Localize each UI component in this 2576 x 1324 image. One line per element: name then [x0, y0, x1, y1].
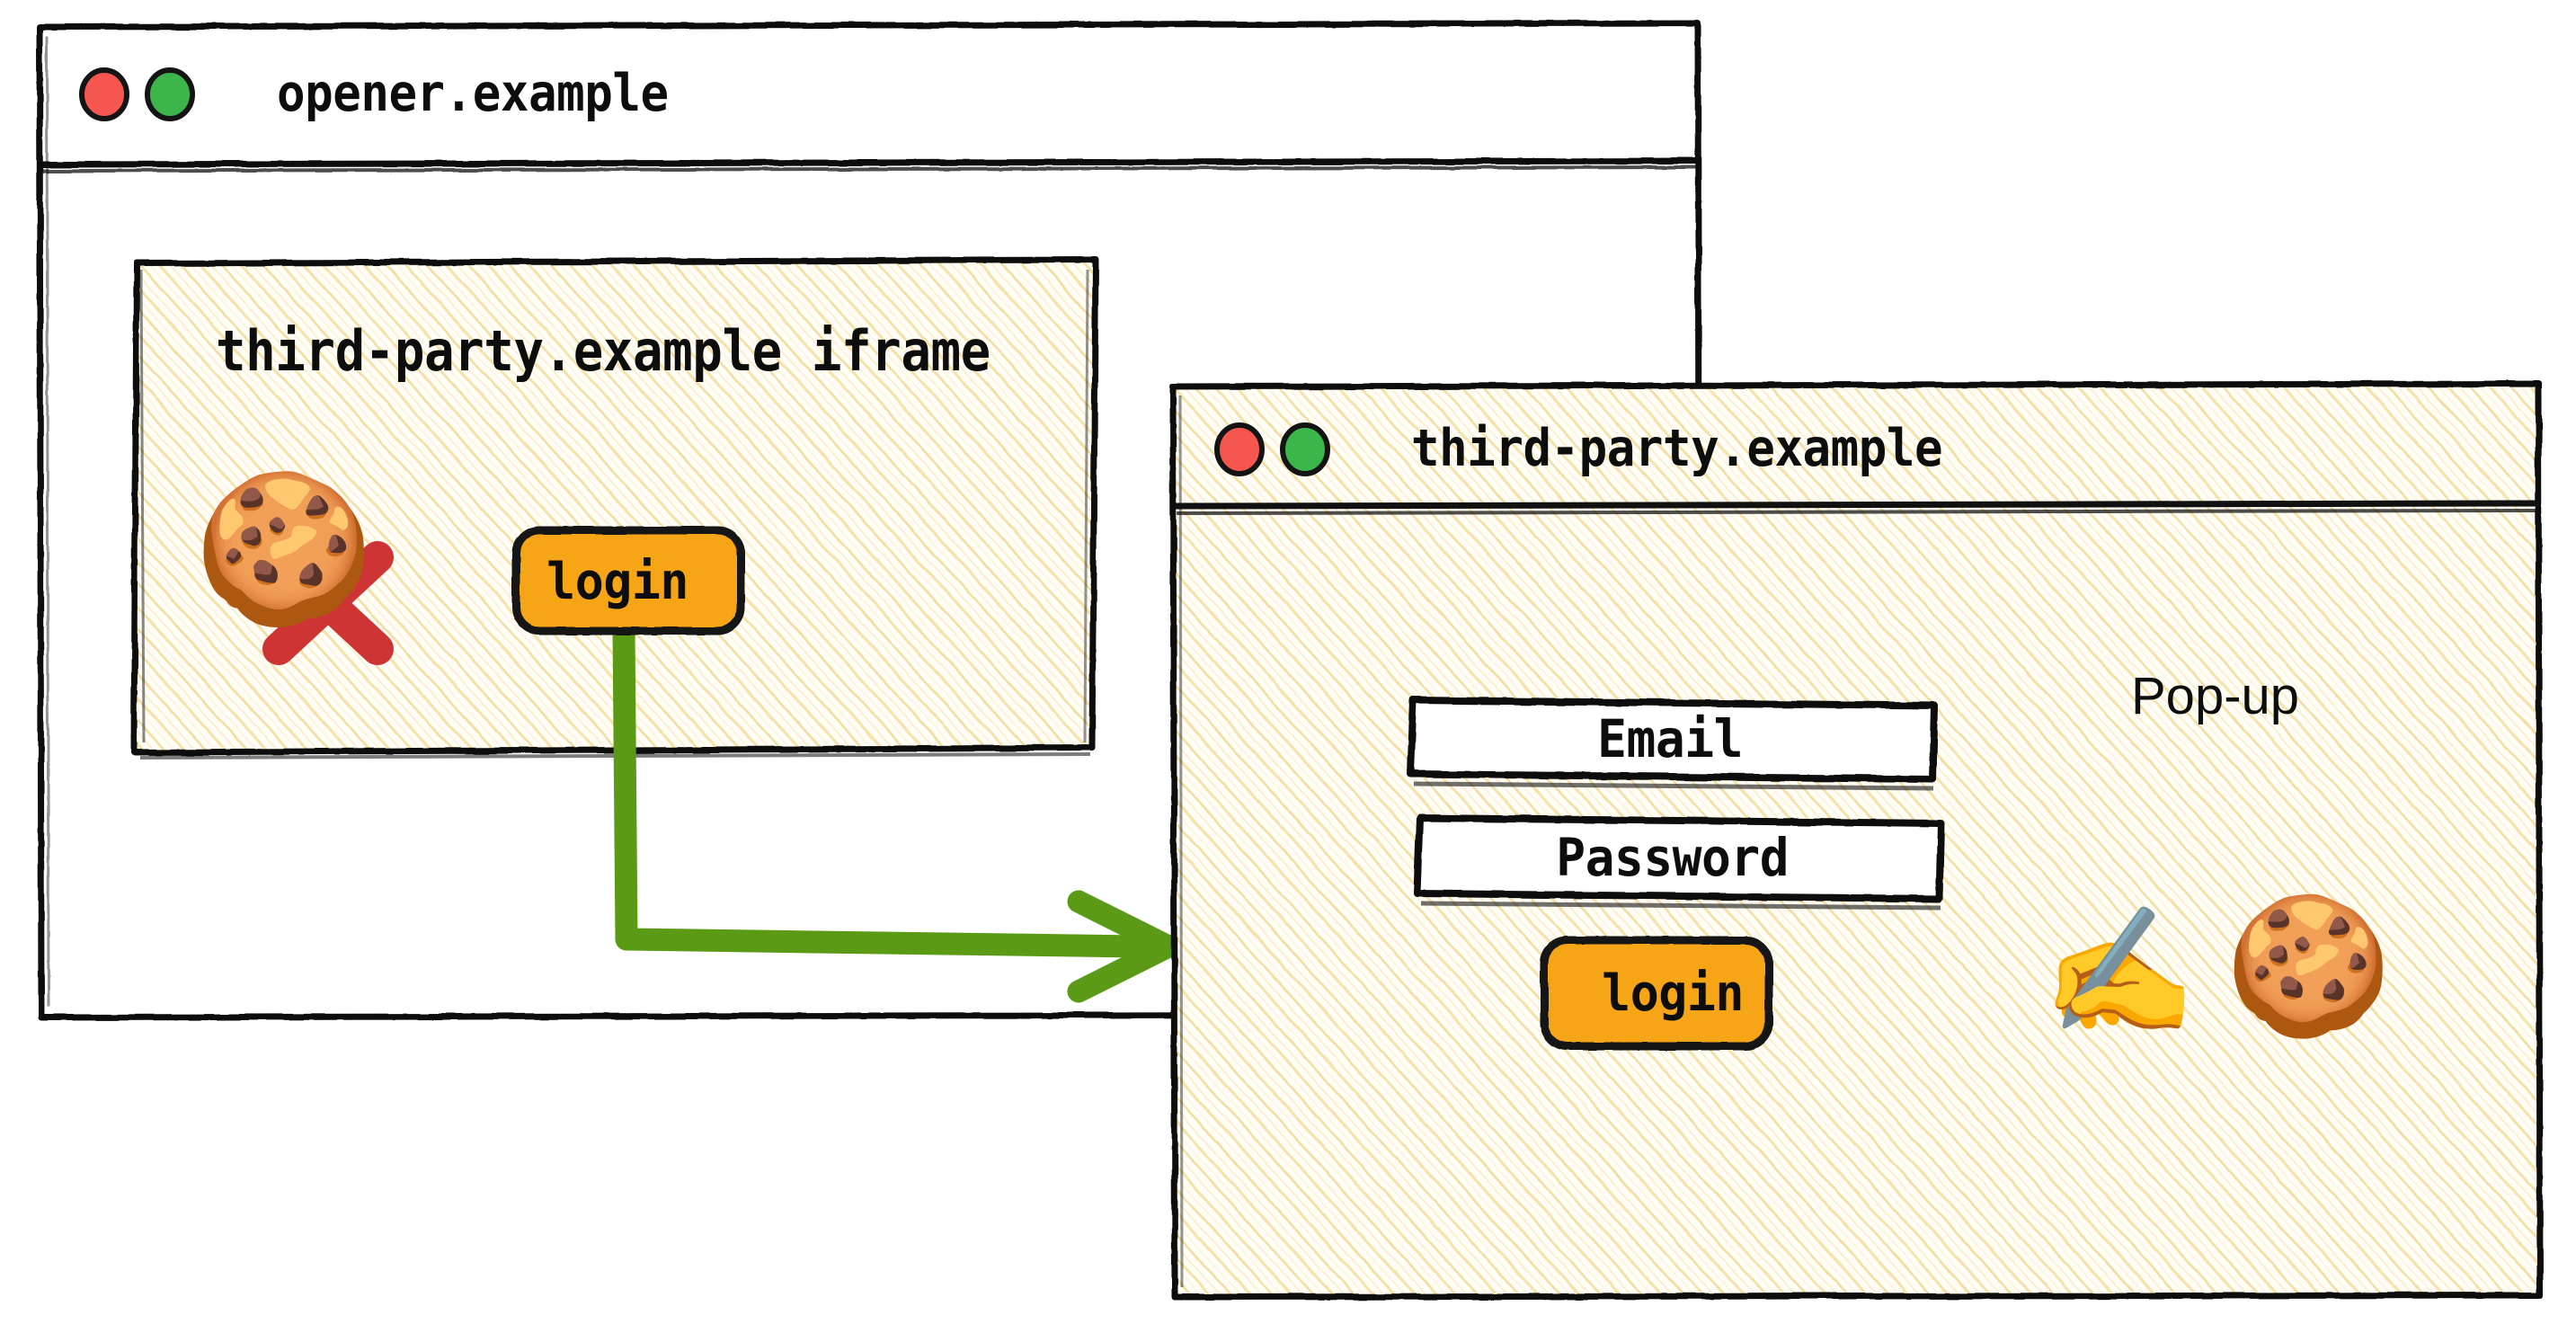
writing-hand-icon: ✍️ — [2042, 899, 2197, 1044]
iframe-login-button-label: login — [546, 553, 688, 611]
popup-window-title: third-party.example — [1411, 419, 1943, 478]
iframe-login-button[interactable] — [516, 530, 741, 631]
flow-arrow — [612, 618, 1180, 1003]
popup-login-button-shape[interactable] — [1540, 936, 1773, 1051]
popup-cookie-icon: 🍪 — [2225, 888, 2393, 1044]
popup-caption-label: Pop-up — [2131, 667, 2300, 725]
popup-login-button-label: login — [1602, 964, 1744, 1023]
email-field-label: Email — [1597, 708, 1743, 769]
password-field-shape[interactable] — [1414, 814, 1945, 911]
opener-window-title: opener.example — [277, 64, 669, 123]
popup-traffic-lights — [1214, 422, 1330, 476]
red-cross-mark — [262, 541, 394, 665]
iframe-login-button-shape[interactable] — [511, 526, 745, 635]
popup-login-button[interactable] — [1544, 940, 1769, 1046]
email-field-shape[interactable] — [1407, 697, 1938, 791]
password-field-label: Password — [1556, 827, 1790, 888]
password-field[interactable] — [1417, 818, 1943, 905]
email-field[interactable] — [1410, 700, 1936, 786]
opener-traffic-lights — [79, 67, 195, 121]
cookie-icon: 🍪 — [193, 465, 375, 634]
iframe-title-label: third-party.example iframe — [216, 318, 990, 384]
